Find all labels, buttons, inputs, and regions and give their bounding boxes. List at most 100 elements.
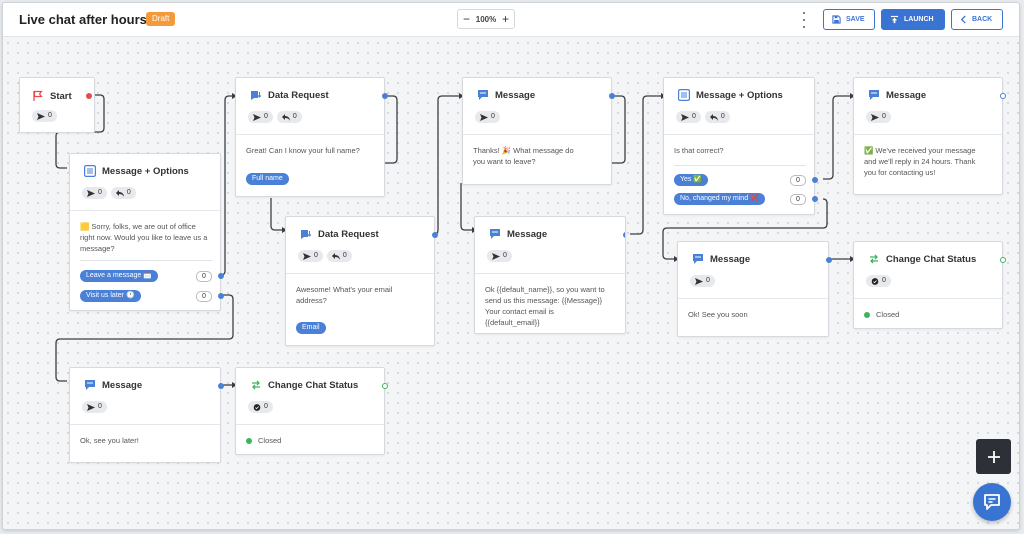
option-count: 0 <box>196 271 212 282</box>
output-port[interactable] <box>218 383 224 389</box>
option-no-changed-mind[interactable]: No, changed my mind ❌ <box>674 193 765 205</box>
save-icon <box>832 15 841 24</box>
node-title: Message + Options <box>102 166 189 177</box>
option-yes[interactable]: Yes ✅ <box>674 174 709 186</box>
option-port[interactable] <box>812 177 818 183</box>
start-node[interactable]: Start 0 <box>19 77 95 133</box>
flag-icon <box>33 90 43 101</box>
status-change-icon <box>252 380 260 390</box>
option-count: 0 <box>790 175 806 186</box>
back-label: BACK <box>972 16 993 23</box>
connection-msg2-mo2 <box>630 95 661 235</box>
connection-dr1-msg1 <box>381 95 398 164</box>
option-port[interactable] <box>218 293 224 299</box>
reply-count: 0 <box>704 111 730 123</box>
message-node[interactable]: Message 0 Ok, see you later! <box>69 367 224 463</box>
output-port[interactable] <box>1000 257 1006 263</box>
data-request-node[interactable]: Data Request 0 0 Awesome! What's your em… <box>285 216 438 346</box>
node-header: Data Request 0 0 <box>236 78 384 135</box>
connection-dr2-msg1 <box>431 95 459 235</box>
change-chat-status-node[interactable]: Change Chat Status 0 Closed <box>853 241 1006 330</box>
node-text: Is that correct? <box>674 146 724 155</box>
node-title: Data Request <box>268 90 329 101</box>
message-node[interactable]: Message 0 ✅ We've received your message … <box>853 77 1006 195</box>
output-port[interactable] <box>86 93 92 99</box>
chat-widget-button[interactable] <box>973 483 1011 521</box>
node-stats: 0 <box>487 250 512 262</box>
message-icon <box>869 90 879 100</box>
output-port[interactable] <box>609 93 615 99</box>
output-port[interactable] <box>1000 93 1006 99</box>
zoom-in-button[interactable]: + <box>501 12 509 26</box>
node-text: Great! Can I know your full name? <box>246 146 360 155</box>
node-title: Change Chat Status <box>268 380 359 391</box>
node-stats: 0 <box>690 275 715 287</box>
status-badge: Draft <box>146 12 176 26</box>
chevron-left-icon <box>960 15 966 24</box>
node-stats: 0 0 <box>248 111 302 123</box>
message-options-node[interactable]: Message + Options 0 0 🟨 Sorry, folks, we… <box>69 153 224 311</box>
connection-dr1-dr2 <box>270 198 282 231</box>
node-text: ✅ We've received your message and we'll … <box>864 146 976 177</box>
sent-count: 0 <box>32 110 57 122</box>
message-node[interactable]: Message 0 Ok! See you soon <box>677 241 832 337</box>
node-title: Message + Options <box>696 90 783 101</box>
message-icon <box>478 90 488 100</box>
option-count: 0 <box>790 194 806 205</box>
node-text: Thanks! 🎉 What message do you want to le… <box>473 146 574 166</box>
status-value: Closed <box>854 299 1002 330</box>
output-port[interactable] <box>623 232 625 238</box>
more-options-icon[interactable] <box>800 12 808 28</box>
node-title: Message <box>102 380 143 391</box>
option-visit-later[interactable]: Visit us later 🕐 <box>80 290 141 302</box>
sent-count: 0 <box>298 250 323 262</box>
back-button[interactable]: BACK <box>951 9 1003 30</box>
node-title: Message <box>495 90 536 101</box>
output-port[interactable] <box>432 232 438 238</box>
node-header: Change Chat Status 0 <box>236 368 384 425</box>
output-port[interactable] <box>382 93 388 99</box>
connection-mo1-msg5 <box>55 294 234 382</box>
add-node-button[interactable] <box>976 439 1011 474</box>
save-button[interactable]: SAVE <box>823 9 875 30</box>
node-stats: 0 0 <box>676 111 730 123</box>
message-node[interactable]: Message 0 Ok {{default_name}}, so you wa… <box>474 216 626 334</box>
node-header: Message + Options 0 0 <box>664 78 814 135</box>
flow-title[interactable]: Live chat after hours <box>19 12 147 27</box>
reply-count: 0 <box>276 111 302 123</box>
data-request-node[interactable]: Data Request 0 0 Great! Can I know your … <box>235 77 388 197</box>
node-header: Message 0 <box>678 242 828 299</box>
change-chat-status-node[interactable]: Change Chat Status 0 Closed <box>235 367 388 456</box>
reply-count: 0 <box>110 187 136 199</box>
node-title: Start <box>50 91 72 102</box>
connection-mo2-msg4 <box>662 198 828 260</box>
node-stats: 0 0 <box>82 187 136 199</box>
count-chip: 0 <box>866 275 891 287</box>
node-stats: 0 <box>248 401 273 413</box>
node-header: Change Chat Status 0 <box>854 242 1002 299</box>
option-leave-message[interactable]: Leave a message 📩 <box>80 270 158 282</box>
node-text: Ok {{default_name}}, so you want to send… <box>485 285 605 327</box>
output-port[interactable] <box>826 257 832 263</box>
output-port[interactable] <box>382 383 388 389</box>
reply-count: 0 <box>326 250 352 262</box>
node-title: Message <box>710 254 751 265</box>
node-header: Message 0 <box>463 78 611 135</box>
message-options-node[interactable]: Message + Options 0 0 Is that correct? Y… <box>663 77 818 215</box>
launch-button[interactable]: LAUNCH <box>881 9 945 30</box>
zoom-out-button[interactable]: − <box>463 12 471 26</box>
launch-icon <box>890 15 899 24</box>
list-icon <box>678 89 690 101</box>
message-icon <box>693 254 703 264</box>
message-node[interactable]: Message 0 Thanks! 🎉 What message do you … <box>462 77 615 185</box>
status-value: Closed <box>236 425 384 456</box>
option-port[interactable] <box>218 273 224 279</box>
option-count: 0 <box>196 291 212 302</box>
option-port[interactable] <box>812 196 818 202</box>
sent-count: 0 <box>676 111 701 123</box>
flow-canvas[interactable]: Start 0 Message + Options 0 0 🟨 Sorry, f… <box>3 38 1019 529</box>
node-header: Message 0 <box>854 78 1002 135</box>
message-icon <box>85 380 95 390</box>
node-stats: 0 <box>32 110 57 122</box>
chat-bubble-icon <box>984 494 1000 510</box>
